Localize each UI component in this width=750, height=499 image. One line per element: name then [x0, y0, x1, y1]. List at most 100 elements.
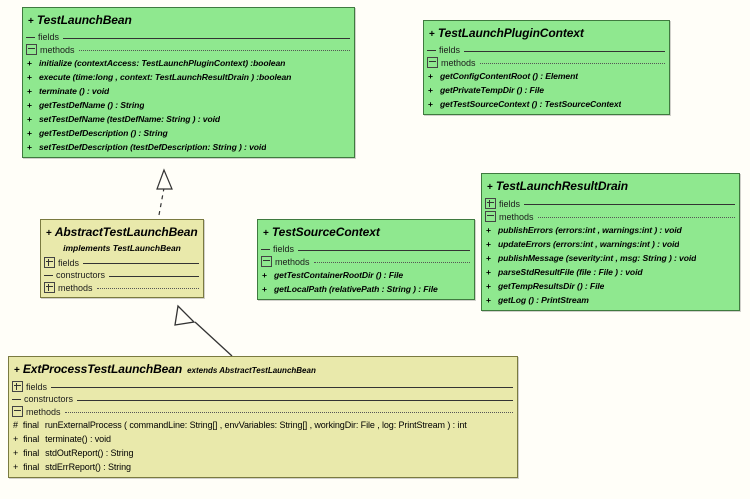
method-row[interactable]: + getLog () : PrintStream: [486, 293, 735, 307]
section-fields[interactable]: fields: [23, 31, 354, 43]
method-list-ext-process-test-launch-bean: # final runExternalProcess ( commandLine…: [9, 418, 517, 477]
section-fields[interactable]: fields: [9, 380, 517, 393]
method-row[interactable]: + getTestDefDescription () : String: [27, 126, 350, 140]
expand-minus-box-icon[interactable]: [12, 406, 23, 417]
section-label-constructors: constructors: [24, 394, 74, 404]
section-label-constructors: constructors: [56, 270, 106, 280]
section-rule: [64, 412, 513, 413]
section-constructors[interactable]: constructors: [41, 269, 203, 281]
expand-minus-box-icon[interactable]: [26, 44, 37, 55]
section-fields[interactable]: fields: [258, 243, 474, 255]
method-signature: stdOutReport() : String: [45, 448, 134, 458]
method-row[interactable]: + final terminate() : void: [13, 432, 513, 446]
section-rule: [78, 50, 350, 51]
method-row[interactable]: + getTestSourceContext () : TestSourceCo…: [428, 97, 665, 111]
method-signature: getConfigContentRoot () : Element: [440, 71, 578, 81]
section-label-fields: fields: [58, 257, 80, 268]
method-row[interactable]: + publishMessage (severity:int , msg: St…: [486, 251, 735, 265]
method-row[interactable]: + getLocalPath (relativePath : String ) …: [262, 282, 470, 296]
method-row[interactable]: + setTestDefDescription (testDefDescript…: [27, 140, 350, 154]
method-modifier: final: [23, 434, 40, 444]
method-row[interactable]: + initialize (contextAccess: TestLaunchP…: [27, 56, 350, 70]
section-label-methods: methods: [40, 44, 75, 55]
method-signature: updateErrors (errors:int , warnings:int …: [498, 239, 680, 249]
method-row[interactable]: + getPrivateTempDir () : File: [428, 83, 665, 97]
expand-minus-box-icon[interactable]: [427, 57, 438, 68]
method-visibility: #: [13, 420, 18, 430]
method-row[interactable]: + getConfigContentRoot () : Element: [428, 69, 665, 83]
class-box-test-launch-bean[interactable]: +TestLaunchBean fields methods + initial…: [22, 7, 355, 158]
method-row[interactable]: + final stdOutReport() : String: [13, 446, 513, 460]
method-visibility: +: [262, 284, 267, 294]
method-row[interactable]: + terminate () : void: [27, 84, 350, 98]
section-label-methods: methods: [441, 57, 476, 68]
method-visibility: +: [486, 267, 491, 277]
method-row[interactable]: + getTestContainerRootDir () : File: [262, 268, 470, 282]
method-list-test-launch-bean: + initialize (contextAccess: TestLaunchP…: [23, 56, 354, 157]
method-signature: terminate () : void: [39, 86, 110, 96]
expand-plus-box-icon[interactable]: [44, 282, 55, 293]
method-visibility: +: [486, 239, 491, 249]
section-fields[interactable]: fields: [482, 197, 739, 210]
expand-plus-box-icon[interactable]: [485, 198, 496, 209]
method-row[interactable]: + parseStdResultFile (file : File ) : vo…: [486, 265, 735, 279]
method-signature: getLocalPath (relativePath : String ) : …: [274, 284, 438, 294]
method-row[interactable]: + final stdErrReport() : String: [13, 460, 513, 474]
section-methods[interactable]: methods: [424, 56, 669, 69]
section-label-fields: fields: [499, 198, 521, 209]
section-rule: [313, 262, 470, 263]
expand-minus-box-icon[interactable]: [485, 211, 496, 222]
generalization-ext-to-abstract-line: [174, 304, 233, 357]
method-list-test-launch-result-drain: + publishErrors (errors:int , warnings:i…: [482, 223, 739, 310]
expand-minus-box-icon[interactable]: [261, 256, 272, 267]
section-methods[interactable]: methods: [9, 405, 517, 418]
section-methods[interactable]: methods: [23, 43, 354, 56]
method-row[interactable]: + setTestDefName (testDefName: String ) …: [27, 112, 350, 126]
section-methods[interactable]: methods: [41, 281, 203, 297]
section-fields[interactable]: fields: [41, 256, 203, 269]
section-methods[interactable]: methods: [482, 210, 739, 223]
section-constructors[interactable]: constructors: [9, 393, 517, 405]
class-box-test-launch-result-drain[interactable]: +TestLaunchResultDrain fields methods + …: [481, 173, 740, 311]
method-row[interactable]: + execute (time:long , context: TestLaun…: [27, 70, 350, 84]
section-rule: [77, 399, 513, 401]
class-box-abstract-test-launch-bean[interactable]: +AbstractTestLaunchBean implements TestL…: [40, 219, 204, 298]
class-name: TestLaunchBean: [36, 13, 132, 27]
class-name: TestSourceContext: [271, 225, 380, 239]
class-box-test-source-context[interactable]: +TestSourceContext fields methods + getT…: [257, 219, 475, 300]
method-row[interactable]: + publishErrors (errors:int , warnings:i…: [486, 223, 735, 237]
method-signature: runExternalProcess ( commandLine: String…: [44, 420, 467, 430]
collapse-dash-icon: [44, 271, 53, 280]
visibility-marker: +: [28, 16, 34, 27]
method-list-test-source-context: + getTestContainerRootDir () : File + ge…: [258, 268, 474, 299]
expand-plus-box-icon[interactable]: [12, 381, 23, 392]
method-visibility: +: [13, 434, 19, 444]
section-methods[interactable]: methods: [258, 255, 474, 268]
method-visibility: +: [27, 128, 32, 138]
visibility-marker: +: [14, 365, 20, 376]
method-visibility: +: [486, 281, 491, 291]
section-rule: [63, 37, 350, 39]
class-name: TestLaunchPluginContext: [437, 26, 584, 40]
class-header-ext-process-test-launch-bean: +ExtProcessTestLaunchBean extends Abstrac…: [9, 357, 517, 380]
class-extends-label: extends AbstractTestLaunchBean: [187, 366, 316, 375]
method-signature: execute (time:long , context: TestLaunch…: [39, 72, 292, 82]
class-name: ExtProcessTestLaunchBean: [22, 362, 183, 376]
class-header-test-launch-result-drain: +TestLaunchResultDrain: [482, 174, 739, 197]
class-box-test-launch-plugin-context[interactable]: +TestLaunchPluginContext fields methods …: [423, 20, 670, 115]
section-rule: [51, 387, 513, 388]
method-row[interactable]: # final runExternalProcess ( commandLine…: [13, 418, 513, 432]
class-implements-label: implements TestLaunchBean: [63, 243, 181, 253]
section-rule: [298, 249, 470, 251]
method-visibility: +: [27, 86, 32, 96]
expand-plus-box-icon[interactable]: [44, 257, 55, 268]
method-signature: stdErrReport() : String: [45, 462, 131, 472]
section-fields[interactable]: fields: [424, 44, 669, 56]
method-row[interactable]: + updateErrors (errors:int , warnings:in…: [486, 237, 735, 251]
method-row[interactable]: + getTempResultsDir () : File: [486, 279, 735, 293]
method-row[interactable]: + getTestDefName () : String: [27, 98, 350, 112]
visibility-marker: +: [487, 182, 493, 193]
section-label-fields: fields: [439, 45, 461, 55]
visibility-marker: +: [263, 228, 269, 239]
